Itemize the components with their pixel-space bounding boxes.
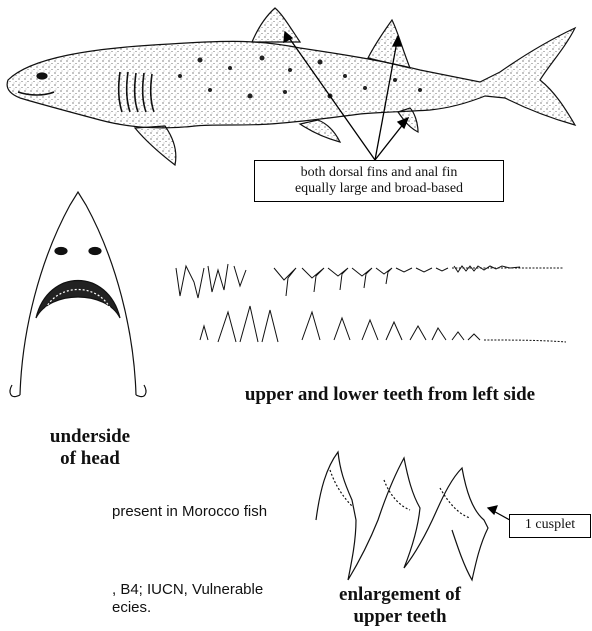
- fins-callout-box: both dorsal fins and anal fin equally la…: [254, 160, 504, 202]
- fins-callout-line2: equally large and broad-based: [255, 181, 503, 197]
- cusplet-label: 1 cusplet: [525, 517, 575, 532]
- shark-lateral-view: [7, 8, 575, 165]
- fins-callout-line1: both dorsal fins and anal fin: [255, 165, 503, 181]
- head-caption-line1: underside: [20, 426, 160, 448]
- head-caption: underside of head: [20, 426, 160, 470]
- head-underside-view: [10, 192, 146, 397]
- upper-teeth-row: [176, 264, 564, 298]
- enlargement-caption-line1: enlargement of: [300, 584, 500, 606]
- body-text-line2: , B4; IUCN, Vulnerable: [112, 580, 263, 599]
- head-caption-line2: of head: [20, 448, 160, 470]
- cusplet-callout-box: 1 cusplet: [509, 514, 591, 538]
- enlargement-caption: enlargement of upper teeth: [300, 584, 500, 628]
- enlargement-caption-line2: upper teeth: [300, 606, 500, 628]
- upper-teeth-enlargement: [316, 452, 488, 580]
- teeth-caption: upper and lower teeth from left side: [190, 384, 590, 406]
- body-text-line1: present in Morocco fish: [112, 502, 267, 521]
- body-text-line3: ecies.: [112, 598, 151, 617]
- lower-teeth-row: [200, 306, 566, 342]
